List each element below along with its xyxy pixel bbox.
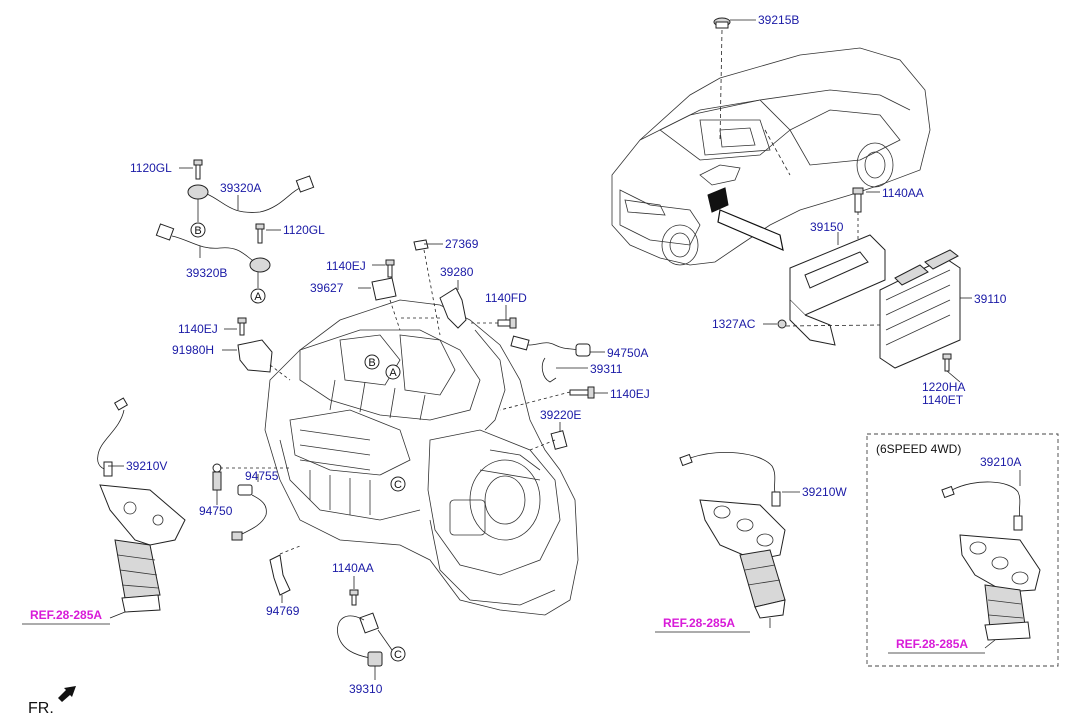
- knock-sensor-39320B: [155, 223, 271, 288]
- bolt-1140AA-top: [852, 187, 880, 240]
- front-direction-label: FR.: [28, 700, 54, 717]
- sensor-39280: [400, 280, 467, 329]
- part-number-39627: 39627: [310, 281, 344, 295]
- bracket-94769: [269, 545, 301, 603]
- part-number-39210A: 39210A: [980, 455, 1021, 469]
- circle-marker-c-engine: C: [390, 476, 406, 492]
- circle-marker-b-top: B: [190, 222, 206, 238]
- part-number-39280: 39280: [440, 265, 474, 279]
- coil-27369: [413, 239, 443, 336]
- harness-94755: [231, 474, 267, 541]
- part-number-94750: 94750: [199, 504, 233, 518]
- marker-c-engine: C: [394, 479, 402, 491]
- part-number-1327AC: 1327AC: [712, 317, 756, 331]
- catalytic-converter-right: [959, 534, 1041, 649]
- part-number-1140EJ-a: 1140EJ: [326, 259, 366, 273]
- bolt-1120GL-a: [179, 159, 203, 180]
- marker-c-bottom: C: [394, 649, 402, 661]
- part-number-27369: 27369: [445, 237, 479, 251]
- part-number-39320B: 39320B: [186, 266, 227, 280]
- marker-b-top: B: [194, 225, 201, 237]
- ecu-39110: [879, 249, 972, 369]
- part-number-39150: 39150: [810, 220, 844, 234]
- knock-sensor-39320A: [187, 175, 315, 222]
- part-number-1140FD: 1140FD: [485, 291, 527, 305]
- part-number-39210W: 39210W: [802, 485, 847, 499]
- harness-94750A: [510, 335, 605, 357]
- oxygen-sensor-39210V: [97, 397, 129, 477]
- marker-a-engine: A: [389, 367, 397, 379]
- part-number-39220E: 39220E: [540, 408, 581, 422]
- circle-marker-a-engine: A: [385, 364, 401, 380]
- marker-a-top: A: [254, 291, 262, 303]
- part-number-1120GL-b: 1120GL: [283, 223, 325, 237]
- variant-box-title: (6SPEED 4WD): [876, 442, 961, 456]
- bolt-1140EJ-a: [372, 259, 395, 278]
- catalytic-converter-left: [99, 484, 186, 619]
- bolt-1140AA-bottom: [349, 576, 359, 606]
- part-number-1140ET: 1140ET: [922, 393, 964, 407]
- bolt-1140EJ-b: [224, 317, 247, 336]
- sensor-39220E: [529, 422, 568, 451]
- part-number-94755: 94755: [245, 469, 279, 483]
- circle-marker-c-bottom: C: [390, 646, 406, 662]
- grommet-39215B: [713, 17, 756, 29]
- vehicle-illustration: [611, 29, 931, 266]
- bracket-91980H: [222, 339, 291, 381]
- part-number-39210V: 39210V: [126, 459, 167, 473]
- engine-illustration: [264, 299, 579, 616]
- marker-b-engine: B: [368, 357, 375, 369]
- oxygen-sensor-39210A: [941, 470, 1023, 531]
- part-number-39110: 39110: [974, 292, 1007, 306]
- part-number-1140EJ-b: 1140EJ: [178, 322, 218, 336]
- ref-middle: REF.28-285A: [663, 616, 735, 630]
- bracket-39311: [541, 357, 588, 383]
- bolt-1140FD: [470, 305, 517, 329]
- bolt-1120GL-b: [255, 223, 281, 244]
- nut-1327AC: [763, 319, 881, 329]
- catalytic-converter-middle: [699, 499, 786, 628]
- part-number-1140EJ-c: 1140EJ: [610, 387, 650, 401]
- part-number-94750A: 94750A: [607, 346, 648, 360]
- sensor-39310: [337, 612, 393, 680]
- front-direction-arrow-icon: [58, 686, 76, 702]
- part-number-39310: 39310: [349, 682, 383, 696]
- variant-box: [866, 433, 1059, 667]
- bracket-39627: [358, 277, 401, 331]
- bolt-1140EJ-c: [499, 386, 608, 411]
- part-number-91980H: 91980H: [172, 343, 214, 357]
- part-number-39311: 39311: [590, 362, 623, 376]
- part-number-1220HA: 1220HA: [922, 380, 965, 394]
- ecu-bracket-39150: [789, 232, 886, 346]
- circle-marker-b-engine: B: [364, 354, 380, 370]
- circle-marker-a-top: A: [250, 288, 266, 304]
- ref-right: REF.28-285A: [896, 637, 968, 651]
- ref-left: REF.28-285A: [30, 608, 102, 622]
- part-number-94769: 94769: [266, 604, 300, 618]
- part-number-39215B: 39215B: [758, 13, 799, 27]
- part-number-1140AA-bottom: 1140AA: [332, 561, 374, 575]
- sensor-94750: [212, 463, 290, 505]
- oxygen-sensor-39210W: [679, 452, 800, 507]
- screw-1220HA: [942, 353, 961, 383]
- part-number-1140AA-top: 1140AA: [882, 186, 924, 200]
- part-number-1120GL-a: 1120GL: [130, 161, 172, 175]
- part-number-39320A: 39320A: [220, 181, 261, 195]
